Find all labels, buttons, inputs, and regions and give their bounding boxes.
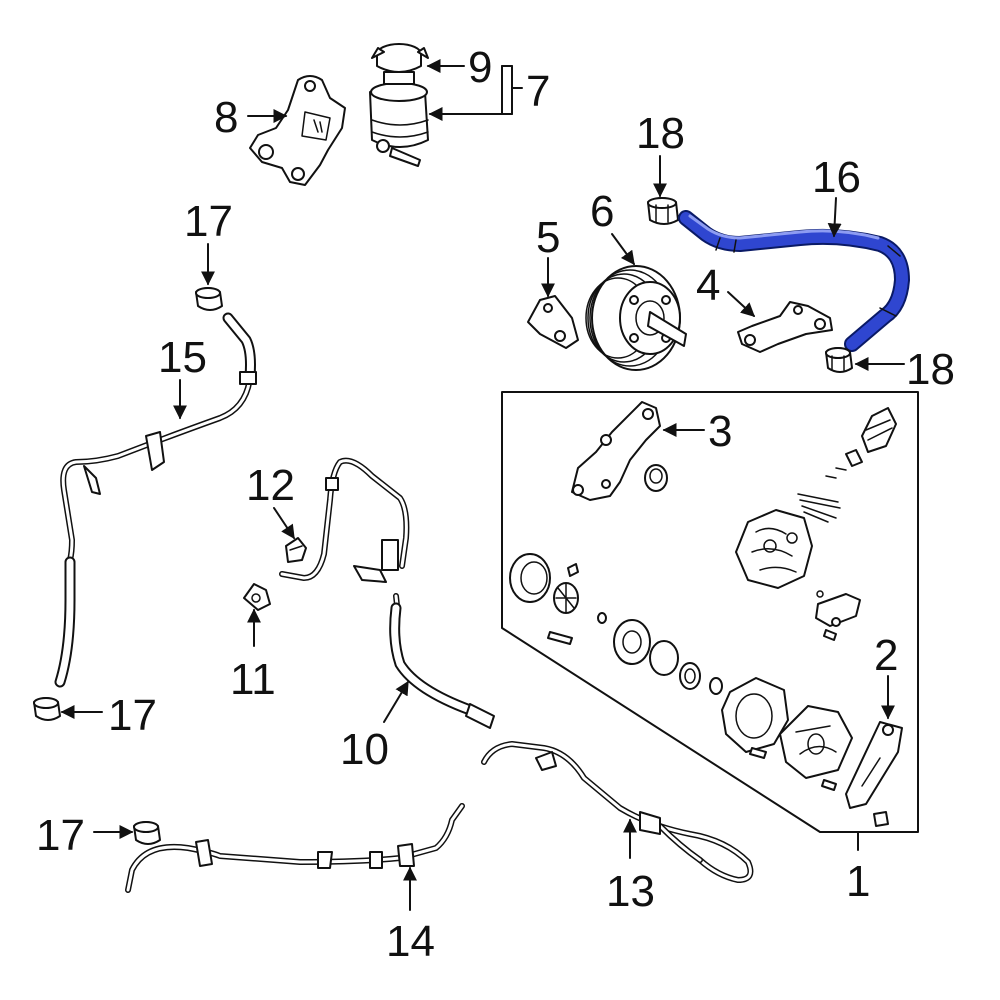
callout-10: 10 [340, 725, 389, 774]
part-16-return-hose[interactable] [678, 210, 910, 352]
pump-o-rings [649, 640, 723, 695]
part-11-clamp[interactable] [243, 583, 271, 611]
callout-18-top: 18 [636, 109, 685, 158]
part-6-pulley[interactable] [585, 265, 687, 371]
callout-6: 6 [590, 187, 614, 236]
pump-assembly-box [501, 391, 919, 833]
callout-1: 1 [846, 857, 870, 906]
pump-valve [815, 590, 861, 641]
callout-17-bottom: 17 [36, 811, 85, 860]
pump-springs [797, 493, 841, 523]
callout-7: 7 [526, 67, 550, 116]
pump-end-cap [509, 553, 551, 603]
part-18-clamp-bottom[interactable] [825, 347, 853, 373]
callout-15: 15 [158, 333, 207, 382]
callout-17-left: 17 [108, 691, 157, 740]
pump-cam-ring [613, 619, 651, 665]
pump-gasket-plate [721, 677, 789, 753]
callout-5: 5 [536, 213, 560, 262]
callout-3: 3 [708, 407, 732, 456]
callout-2: 2 [874, 631, 898, 680]
part-13-tube[interactable] [481, 741, 754, 883]
pump-bolts [749, 747, 889, 827]
callout-4: 4 [696, 261, 720, 310]
pump-housing [735, 509, 813, 589]
pump-seal-ring [644, 464, 668, 492]
part-17-clamp-top[interactable] [195, 287, 223, 311]
part-14-tube[interactable] [125, 803, 465, 893]
part-8-bracket[interactable] [249, 75, 346, 186]
part-18-clamp-top[interactable] [647, 197, 679, 225]
part-17-clamp-bottom[interactable] [133, 821, 161, 845]
callout-13: 13 [606, 867, 655, 916]
callout-labels: 1 2 3 4 5 6 7 8 9 10 11 12 13 14 15 16 1… [36, 43, 955, 966]
part-10-pressure-hose[interactable] [279, 457, 495, 729]
pump-rotor [553, 563, 579, 614]
part-15-hose[interactable] [54, 312, 257, 688]
pump-cover [779, 705, 853, 779]
part-2-bracket[interactable] [845, 721, 903, 809]
part-17-clamp-left[interactable] [33, 697, 61, 721]
part-12-fitting[interactable] [285, 537, 307, 563]
pump-pin [547, 612, 607, 645]
callout-18-bottom: 18 [906, 345, 955, 394]
pump-fitting [825, 407, 897, 479]
part-5-bracket[interactable] [527, 295, 579, 349]
part-7-reservoir[interactable] [369, 82, 429, 167]
callout-8: 8 [214, 93, 238, 142]
part-3-bracket[interactable] [571, 401, 661, 501]
callout-16: 16 [812, 153, 861, 202]
part-9-reservoir-cap[interactable] [371, 43, 429, 85]
callout-14: 14 [386, 917, 435, 966]
leader-lines [60, 59, 905, 911]
callout-9: 9 [468, 43, 492, 92]
callout-12: 12 [246, 461, 295, 510]
callout-11: 11 [230, 655, 276, 704]
callout-17-top: 17 [184, 197, 233, 246]
part-4-bracket[interactable] [737, 301, 833, 353]
